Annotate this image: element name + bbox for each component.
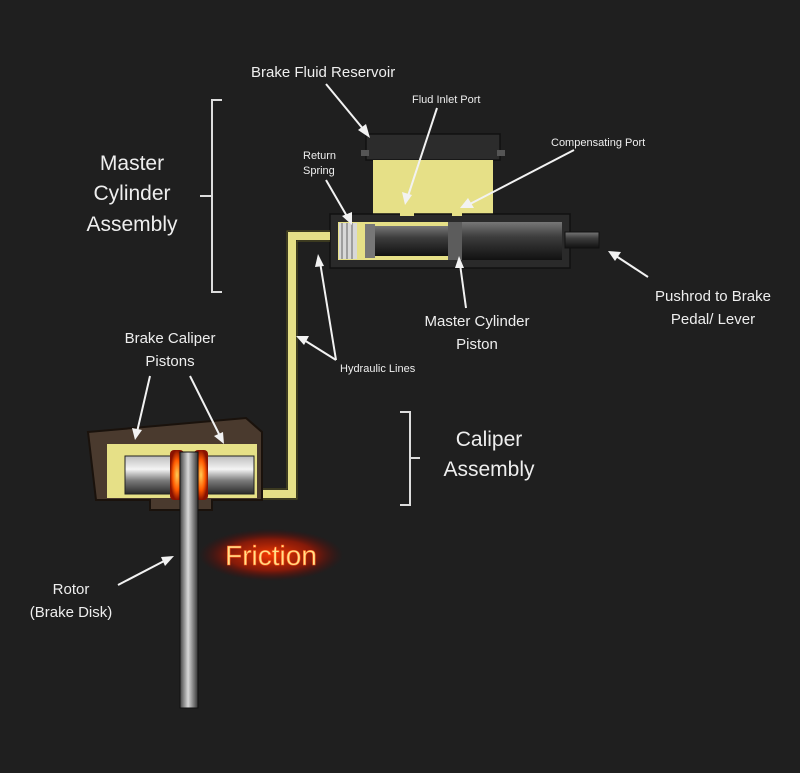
- hydraulic-line-outline: [262, 230, 330, 500]
- label-fluid-inlet-port: Flud Inlet Port: [412, 94, 480, 106]
- caliper-pistons: [124, 455, 255, 495]
- label-caliper-assembly-line1: Caliper: [456, 428, 523, 451]
- brake-fluid-reservoir: [361, 133, 505, 216]
- label-pushrod-line1: Pushrod to Brake: [655, 288, 771, 305]
- label-brake-caliper-pistons-line2: Pistons: [145, 353, 194, 370]
- caliper-assembly-bracket: [400, 411, 420, 506]
- label-master-cylinder-piston-line2: Piston: [456, 336, 498, 353]
- label-pushrod-line2: Pedal/ Lever: [671, 311, 755, 328]
- label-return-spring-line1: Return: [303, 150, 336, 162]
- hydraulic-line: [262, 232, 330, 498]
- pushrod: [564, 231, 600, 249]
- label-compensating-port: Compensating Port: [551, 137, 645, 149]
- label-caliper-assembly-line2: Assembly: [443, 458, 535, 481]
- label-master-cylinder-assembly-line2: Cylinder: [93, 182, 170, 205]
- friction-glow: [199, 529, 343, 581]
- label-return-spring-line2: Spring: [303, 165, 335, 177]
- master-cylinder-assembly-bracket: [200, 99, 222, 293]
- label-brake-fluid-reservoir: Brake Fluid Reservoir: [251, 64, 395, 81]
- label-hydraulic-lines: Hydraulic Lines: [340, 363, 416, 375]
- label-rotor-line1: Rotor: [53, 581, 90, 598]
- label-friction: Friction: [225, 540, 317, 571]
- return-spring: [339, 223, 357, 259]
- rotor: [179, 451, 199, 709]
- annotation-arrows: [117, 83, 649, 586]
- label-rotor-line2: (Brake Disk): [30, 604, 113, 621]
- label-master-cylinder-piston-line1: Master Cylinder: [424, 313, 529, 330]
- master-cylinder-piston: [365, 222, 562, 260]
- label-master-cylinder-assembly-line3: Assembly: [86, 213, 178, 236]
- label-brake-caliper-pistons-line1: Brake Caliper: [125, 330, 216, 347]
- label-master-cylinder-assembly-line1: Master: [100, 152, 164, 175]
